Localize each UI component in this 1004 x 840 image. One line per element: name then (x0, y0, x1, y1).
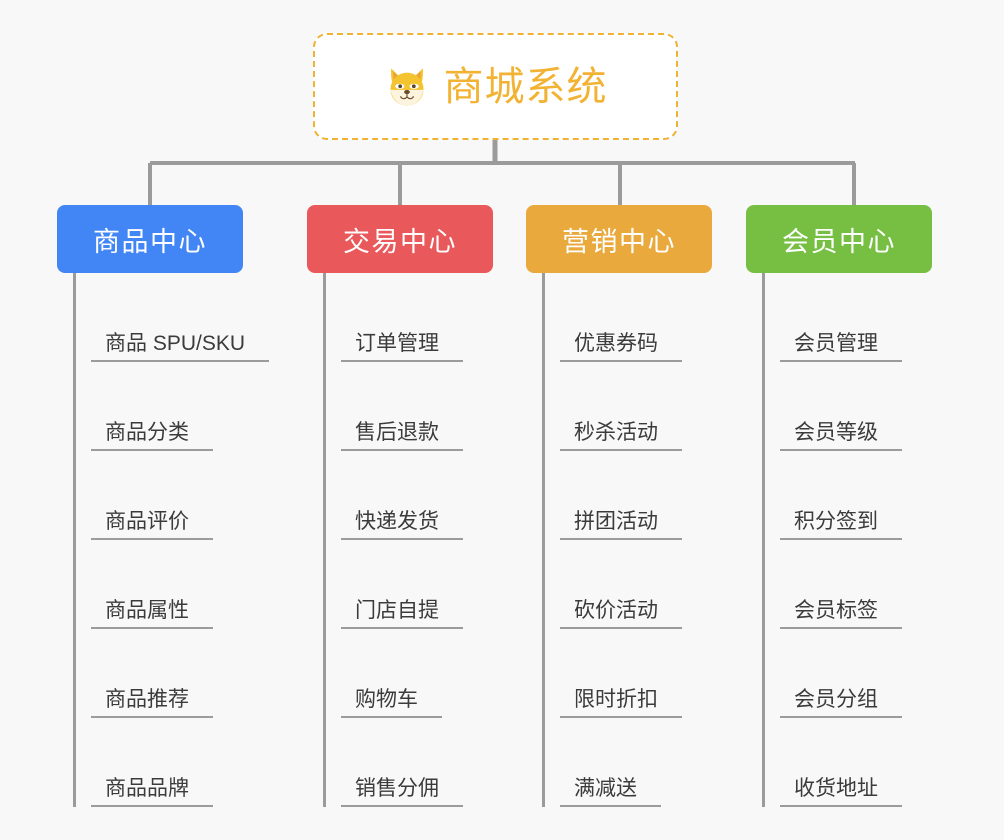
leaf-item[interactable]: 拼团活动 (542, 451, 712, 540)
category-header-4[interactable]: 会员中心 (746, 205, 932, 273)
leaf-item-label: 拼团活动 (560, 510, 682, 540)
leaf-item[interactable]: 优惠券码 (542, 273, 712, 362)
branch-spine-1 (73, 273, 76, 807)
leaf-item-label: 收货地址 (780, 777, 902, 807)
category-header-1[interactable]: 商品中心 (57, 205, 243, 273)
leaf-item[interactable]: 收货地址 (762, 718, 932, 807)
leaf-item[interactable]: 限时折扣 (542, 629, 712, 718)
leaf-item[interactable]: 会员等级 (762, 362, 932, 451)
shiba-dog-emoji-icon (389, 67, 424, 106)
leaf-item-label: 秒杀活动 (560, 421, 682, 451)
leaf-list-2: 订单管理 售后退款 快递发货 门店自提 购物车 销售分佣 (307, 273, 493, 807)
leaf-item[interactable]: 快递发货 (323, 451, 493, 540)
leaf-item-label: 门店自提 (341, 599, 463, 629)
leaf-item-label: 会员分组 (780, 688, 902, 718)
leaf-item[interactable]: 会员分组 (762, 629, 932, 718)
leaf-item[interactable]: 商品属性 (73, 540, 243, 629)
leaf-item[interactable]: 商品分类 (73, 362, 243, 451)
leaf-item[interactable]: 秒杀活动 (542, 362, 712, 451)
leaf-item[interactable]: 门店自提 (323, 540, 493, 629)
leaf-item-label: 商品推荐 (91, 688, 213, 718)
branch-column-3: 营销中心 优惠券码 秒杀活动 拼团活动 砍价活动 限时折扣 满减送 (526, 205, 712, 807)
leaf-item-label: 商品属性 (91, 599, 213, 629)
leaf-list-1: 商品 SPU/SKU 商品分类 商品评价 商品属性 商品推荐 商品品牌 (57, 273, 270, 807)
leaf-item-label: 会员标签 (780, 599, 902, 629)
leaf-item-label: 销售分佣 (341, 777, 463, 807)
leaf-list-3: 优惠券码 秒杀活动 拼团活动 砍价活动 限时折扣 满减送 (526, 273, 712, 807)
leaf-item[interactable]: 商品推荐 (73, 629, 243, 718)
root-node[interactable]: 商城系统 (313, 33, 678, 140)
leaf-item-label: 商品品牌 (91, 777, 213, 807)
root-node-content: 商城系统 (384, 64, 608, 110)
leaf-item[interactable]: 订单管理 (323, 273, 493, 362)
category-header-1-label: 商品中心 (93, 226, 207, 257)
leaf-item-label: 商品评价 (91, 510, 213, 540)
leaf-item[interactable]: 会员标签 (762, 540, 932, 629)
leaf-item-label: 积分签到 (780, 510, 902, 540)
category-header-3-label: 营销中心 (562, 226, 676, 257)
leaf-item-label: 砍价活动 (560, 599, 682, 629)
leaf-item[interactable]: 会员管理 (762, 273, 932, 362)
leaf-item[interactable]: 商品品牌 (73, 718, 243, 807)
category-header-2[interactable]: 交易中心 (307, 205, 493, 273)
leaf-item-label: 购物车 (341, 688, 442, 718)
branch-spine-4 (762, 273, 765, 807)
leaf-item[interactable]: 砍价活动 (542, 540, 712, 629)
leaf-item[interactable]: 商品评价 (73, 451, 243, 540)
leaf-item[interactable]: 购物车 (323, 629, 493, 718)
leaf-item-label: 优惠券码 (560, 332, 682, 362)
leaf-item[interactable]: 满减送 (542, 718, 712, 807)
leaf-item-label: 商品 SPU/SKU (91, 332, 270, 362)
leaf-item-label: 会员管理 (780, 332, 902, 362)
leaf-item-label: 满减送 (560, 777, 661, 807)
leaf-item-label: 会员等级 (780, 421, 902, 451)
leaf-item[interactable]: 积分签到 (762, 451, 932, 540)
leaf-item[interactable]: 商品 SPU/SKU (73, 273, 270, 362)
branch-column-4: 会员中心 会员管理 会员等级 积分签到 会员标签 会员分组 收货地址 (746, 205, 932, 807)
branch-column-1: 商品中心 商品 SPU/SKU 商品分类 商品评价 商品属性 商品推荐 商品品牌 (57, 205, 270, 807)
leaf-item[interactable]: 售后退款 (323, 362, 493, 451)
leaf-item-label: 商品分类 (91, 421, 213, 451)
branch-spine-3 (542, 273, 545, 807)
leaf-item-label: 限时折扣 (560, 688, 682, 718)
branch-spine-2 (323, 273, 326, 807)
leaf-item[interactable]: 销售分佣 (323, 718, 493, 807)
category-header-4-label: 会员中心 (782, 226, 896, 257)
branch-column-2: 交易中心 订单管理 售后退款 快递发货 门店自提 购物车 销售分佣 (307, 205, 493, 807)
leaf-item-label: 快递发货 (341, 510, 463, 540)
leaf-list-4: 会员管理 会员等级 积分签到 会员标签 会员分组 收货地址 (746, 273, 932, 807)
category-header-2-label: 交易中心 (343, 226, 457, 257)
leaf-item-label: 订单管理 (341, 332, 463, 362)
root-title: 商城系统 (443, 64, 608, 109)
category-header-3[interactable]: 营销中心 (526, 205, 712, 273)
leaf-item-label: 售后退款 (341, 421, 463, 451)
